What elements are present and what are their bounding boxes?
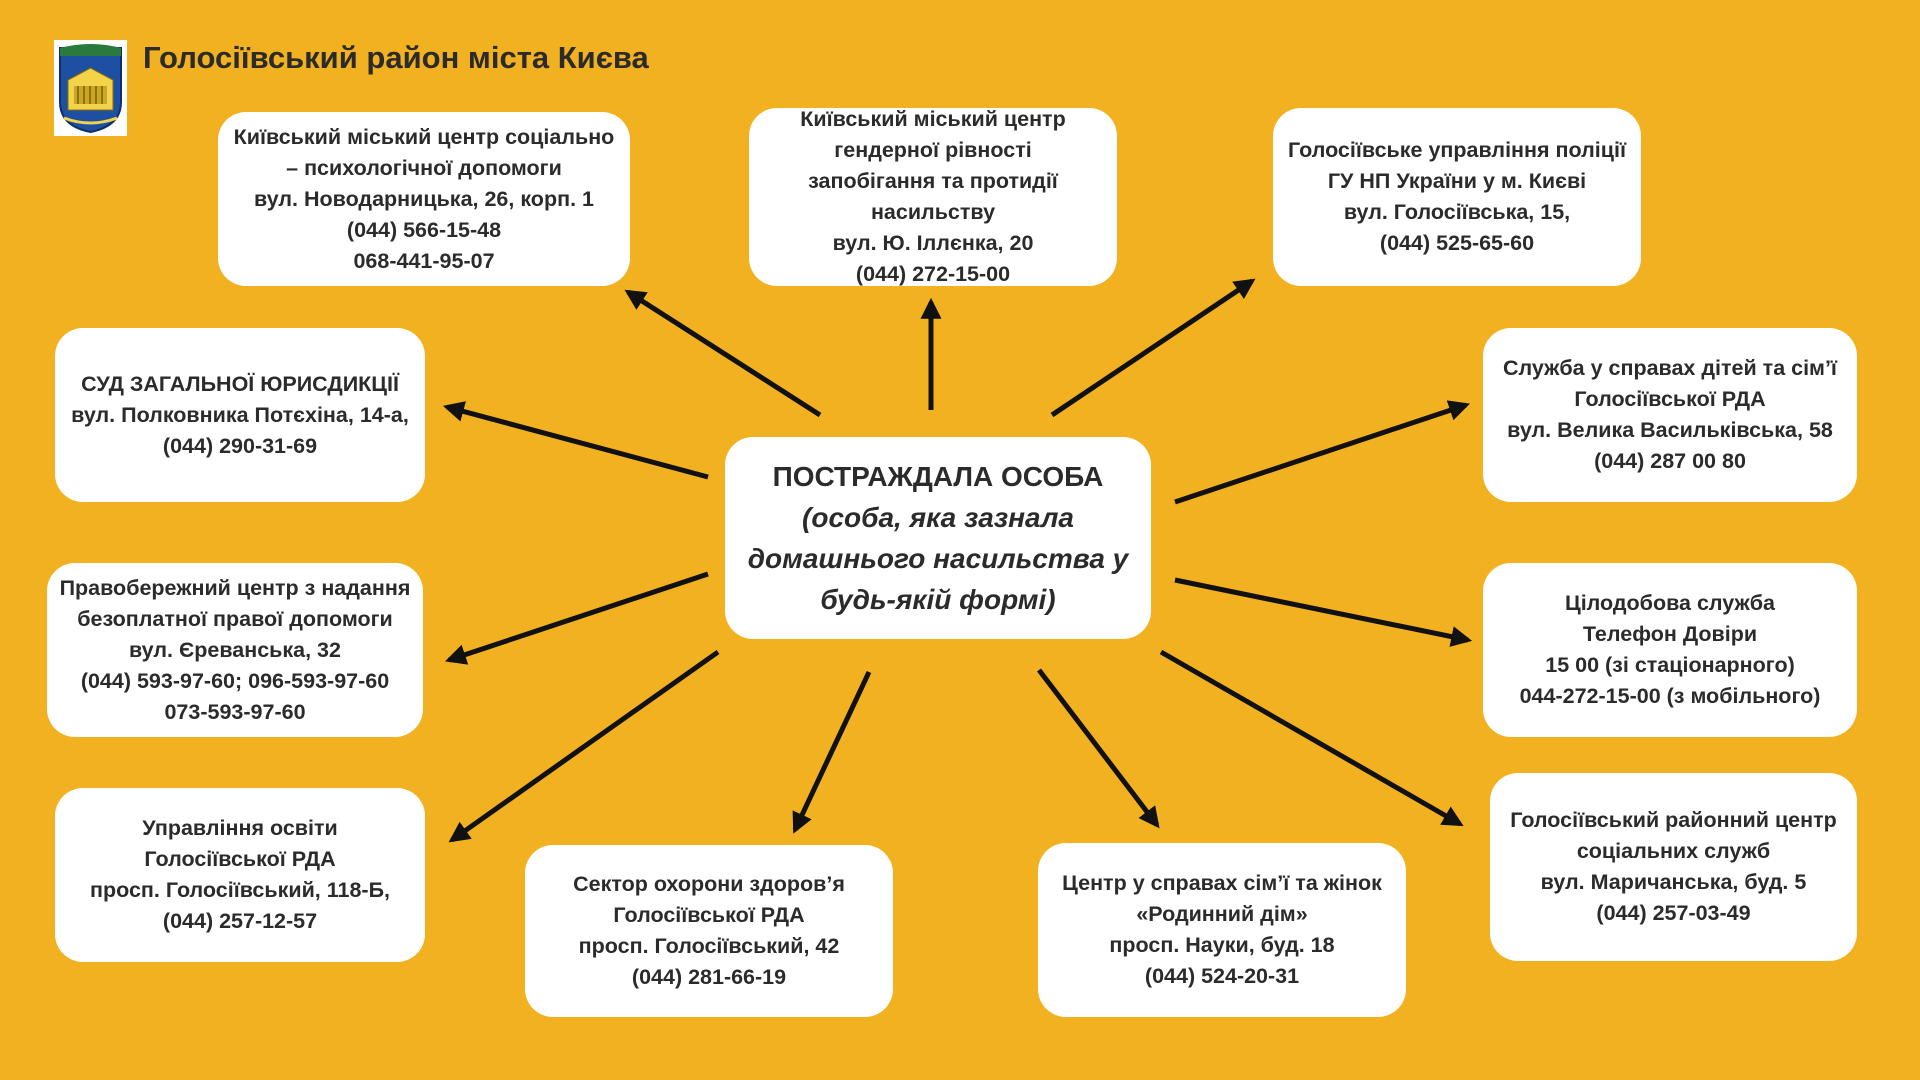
box-line: вул. Ю. Іллєнка, 20 (832, 231, 1034, 255)
box-line: (044) 272-15-00 (855, 262, 1011, 286)
box-line: Голосіївське управління поліції (1287, 138, 1626, 162)
arrow-to-family-center (1037, 668, 1160, 829)
box-line: Правобережний центр з надання (59, 575, 411, 600)
box-line: Цілодобова служба (1565, 591, 1775, 615)
box-education: Управління освіти Голосіївської РДА прос… (55, 788, 425, 962)
box-line: вул. Голосіївська, 15, (1343, 200, 1571, 224)
box-line: Київський міський центр (800, 108, 1066, 131)
box-line: (044) 287 00 80 (1594, 449, 1746, 473)
box-line: запобігання та протидії (808, 169, 1058, 193)
box-line: вул. Маричанська, буд. 5 (1540, 870, 1807, 894)
district-emblem-icon (54, 40, 127, 136)
box-line: гендерної рівності (834, 138, 1032, 162)
box-police: Голосіївське управління поліції ГУ НП Ук… (1273, 108, 1641, 286)
box-line: (044) 257-12-57 (162, 909, 318, 933)
center-victim-box: ПОСТРАЖДАЛА ОСОБА (особа, яка зазнала до… (725, 437, 1151, 639)
center-line: ПОСТРАЖДАЛА ОСОБА (772, 461, 1104, 492)
box-line: Центр у справах сім’ї та жінок (1062, 871, 1382, 895)
center-line: домашнього насильства у (747, 543, 1129, 574)
box-line: 068-441-95-07 (353, 248, 495, 273)
box-line: Сектор охорони здоров’я (573, 872, 845, 896)
box-line: вул. Велика Васильківська, 58 (1507, 418, 1833, 442)
box-line: безоплатної правої допомоги (77, 606, 393, 631)
box-line: 044-272-15-00 (з мобільного) (1519, 684, 1821, 708)
box-line: Управління освіти (142, 816, 338, 840)
box-line: просп. Голосіївський, 118-Б, (89, 878, 391, 902)
arrow-to-psych-center (624, 289, 822, 418)
box-line: (044) 524-20-31 (1144, 964, 1300, 988)
box-line: Голосіївський районний центр (1510, 808, 1837, 832)
box-line: – психологічної допомоги (286, 155, 562, 180)
box-health: Сектор охорони здоров’я Голосіївської РД… (525, 845, 893, 1017)
box-court: СУД ЗАГАЛЬНОЇ ЮРИСДИКЦІЇ вул. Полковника… (55, 328, 425, 502)
box-line: 073-593-97-60 (164, 699, 306, 724)
box-line: (044) 290-31-69 (162, 433, 318, 458)
box-children-service: Служба у справах дітей та сім’ї Голосіїв… (1483, 328, 1857, 502)
box-line: Київський міський центр соціально (233, 124, 615, 149)
arrow-to-legal-aid (445, 571, 709, 665)
box-gender-center: Київський міський центр гендерної рівнос… (749, 108, 1117, 286)
box-line: соціальних служб (1576, 839, 1771, 863)
center-line: будь-якій формі) (820, 584, 1056, 615)
box-line: (044) 593-97-60; 096-593-97-60 (80, 668, 390, 693)
box-psych-center: Київський міський центр соціально – псих… (218, 112, 630, 286)
arrow-to-children-service (1174, 400, 1470, 505)
box-line: насильству (870, 200, 996, 224)
box-line: просп. Науки, буд. 18 (1109, 933, 1335, 957)
box-line: вул. Єреванська, 32 (129, 637, 341, 662)
box-legal-aid: Правобережний центр з надання безоплатно… (47, 563, 423, 737)
page-title: Голосіївський район міста Києва (143, 40, 649, 75)
box-line: 15 00 (зі стаціонарного) (1545, 653, 1795, 677)
center-line: (особа, яка зазнала (802, 502, 1074, 533)
box-line: ГУ НП України у м. Києві (1327, 169, 1587, 193)
box-hotline: Цілодобова служба Телефон Довіри 15 00 (… (1483, 563, 1857, 737)
arrow-to-health (792, 670, 872, 834)
arrow-to-education (448, 649, 720, 843)
box-line: «Родинний дім» (1136, 902, 1308, 926)
box-line: (044) 257-03-49 (1596, 901, 1751, 925)
box-line: Голосіївської РДА (1574, 387, 1766, 411)
arrow-to-police (1050, 278, 1256, 418)
arrow-to-hotline (1174, 577, 1473, 647)
box-line: просп. Голосіївський, 42 (578, 934, 840, 958)
box-line: Голосіївської РДА (613, 903, 805, 927)
box-line: СУД ЗАГАЛЬНОЇ ЮРИСДИКЦІЇ (81, 371, 399, 396)
arrow-to-social-services (1159, 649, 1464, 827)
box-line: вул. Новодарницька, 26, корп. 1 (254, 186, 594, 211)
arrow-to-court (442, 401, 709, 480)
box-social-services: Голосіївський районний центр соціальних … (1490, 773, 1857, 961)
box-line: (044) 281-66-19 (631, 965, 787, 989)
box-line: (044) 566-15-48 (346, 217, 502, 242)
box-line: Голосіївської РДА (144, 847, 336, 871)
box-family-center: Центр у справах сім’ї та жінок «Родинний… (1038, 843, 1406, 1017)
box-line: Телефон Довіри (1582, 622, 1758, 646)
box-line: Служба у справах дітей та сім’ї (1503, 356, 1837, 380)
box-line: (044) 525-65-60 (1379, 231, 1535, 255)
box-line: вул. Полковника Потєхіна, 14-а, (71, 402, 409, 427)
